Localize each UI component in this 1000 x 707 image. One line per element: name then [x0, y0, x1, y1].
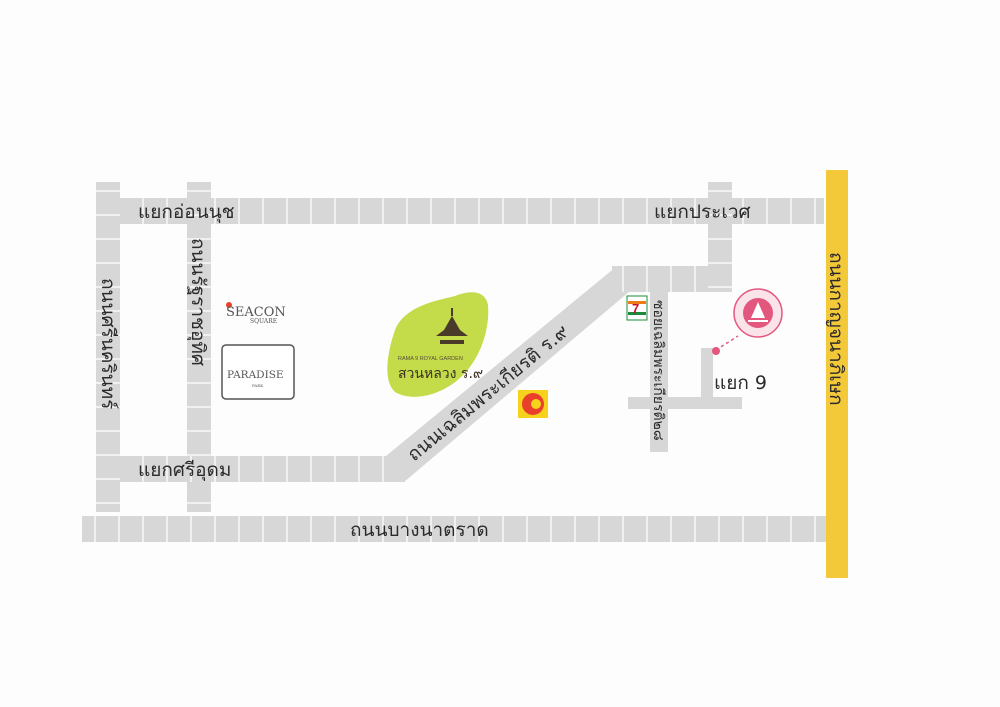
road-junction-stub — [701, 348, 713, 400]
pavilion-spire-icon — [451, 308, 453, 316]
road-highway — [826, 170, 848, 578]
destination-marker — [712, 288, 783, 355]
road-left-lower — [120, 456, 405, 482]
park-name-en: RAMA 9 ROYAL GARDEN — [398, 356, 463, 362]
road-network — [82, 170, 848, 578]
paradise-frame — [221, 344, 295, 400]
label-far-left-road: ถนนศรีนครินทร์ — [97, 278, 119, 409]
seacon-name: SEACON — [226, 305, 286, 320]
road-top-right-vertical — [708, 182, 732, 292]
seven-eleven-logo-icon: 7 — [626, 295, 648, 321]
road-soi-branch — [628, 397, 742, 409]
temple-icon — [748, 302, 768, 322]
park-name-th: สวนหลวง ร.๙ — [398, 366, 483, 382]
label-highway: ถนนกาญจนาภิเษก — [825, 252, 847, 406]
label-soi-road: ซอยเฉลิมพระเกียรติ๒๘ — [650, 300, 666, 441]
label-junction-9: แยก 9 — [714, 372, 767, 394]
pavilion-icon — [436, 316, 468, 344]
bigc-logo-icon — [518, 390, 548, 418]
road-soi — [650, 292, 668, 452]
seacon-square-logo: SEACON SQUARE — [226, 302, 286, 325]
road-bottom — [82, 516, 826, 542]
seven-eleven-number: 7 — [632, 301, 639, 316]
paradise-sub: PARK — [252, 383, 264, 388]
park-area — [387, 292, 489, 397]
destination-point-icon — [712, 347, 720, 355]
destination-pointer — [715, 335, 739, 351]
rama9-park: RAMA 9 ROYAL GARDEN สวนหลวง ร.๙ — [387, 292, 489, 397]
seacon-sub: SQUARE — [250, 318, 277, 325]
label-top-right-junction: แยกประเวศ — [654, 201, 751, 223]
paradise-name: PARADISE — [227, 369, 284, 381]
seacon-dot-icon — [226, 302, 232, 308]
label-left-lower-junction: แยกศรีอุดม — [138, 459, 231, 482]
road-far-left — [96, 182, 120, 512]
paradise-park-logo: PARADISE PARK — [221, 344, 295, 400]
label-top-junction: แยกอ่อนนุช — [138, 201, 235, 224]
road-top — [96, 198, 824, 224]
road-diagonal — [386, 266, 630, 482]
label-bottom-road: ถนนบางนาตราด — [350, 519, 489, 541]
label-inner-left-road: ถนนรัฐราชอุทิศ — [186, 238, 209, 366]
